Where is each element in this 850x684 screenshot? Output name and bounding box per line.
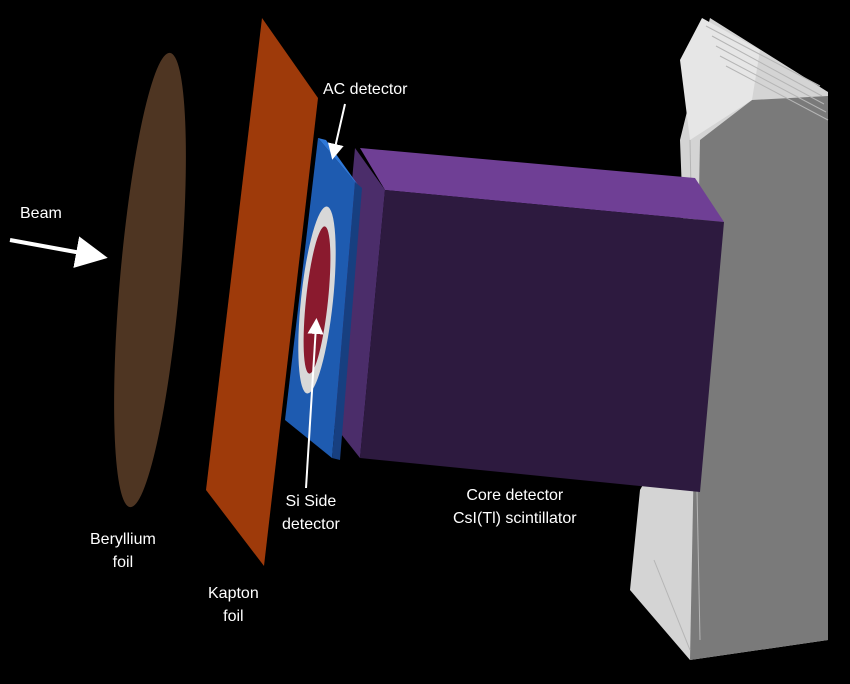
beryllium-foil-label-line1: Beryllium bbox=[90, 531, 156, 548]
kapton-foil bbox=[206, 18, 318, 566]
kapton-foil-label-line2: foil bbox=[223, 608, 244, 625]
housing bbox=[630, 18, 829, 660]
core-detector-label-line2: CsI(Tl) scintillator bbox=[453, 510, 577, 527]
si-pointer-arrow-icon bbox=[305, 318, 324, 489]
ac-detector-label: AC detector bbox=[323, 81, 408, 98]
core-detector-label: Core detector CsI(Tl) scintillator bbox=[453, 484, 577, 530]
beam-label: Beam bbox=[20, 205, 62, 222]
beryllium-foil bbox=[114, 52, 186, 508]
core-detector bbox=[330, 148, 724, 492]
kapton-foil-label: Kapton foil bbox=[208, 582, 259, 628]
si-side-detector-label: Si Side detector bbox=[282, 490, 340, 536]
beryllium-foil-label-line2: foil bbox=[112, 554, 134, 571]
beam-arrow-icon bbox=[9, 236, 108, 268]
si-side-detector-label-line2: detector bbox=[282, 516, 340, 533]
si-side-detector bbox=[298, 206, 336, 394]
si-side-detector-label-line1: Si Side bbox=[285, 493, 337, 510]
beryllium-foil-label: Beryllium foil bbox=[90, 528, 156, 574]
kapton-foil-label-line1: Kapton bbox=[208, 585, 259, 602]
core-detector-label-line1: Core detector bbox=[466, 487, 564, 504]
ac-pointer-arrow-icon bbox=[327, 103, 346, 160]
